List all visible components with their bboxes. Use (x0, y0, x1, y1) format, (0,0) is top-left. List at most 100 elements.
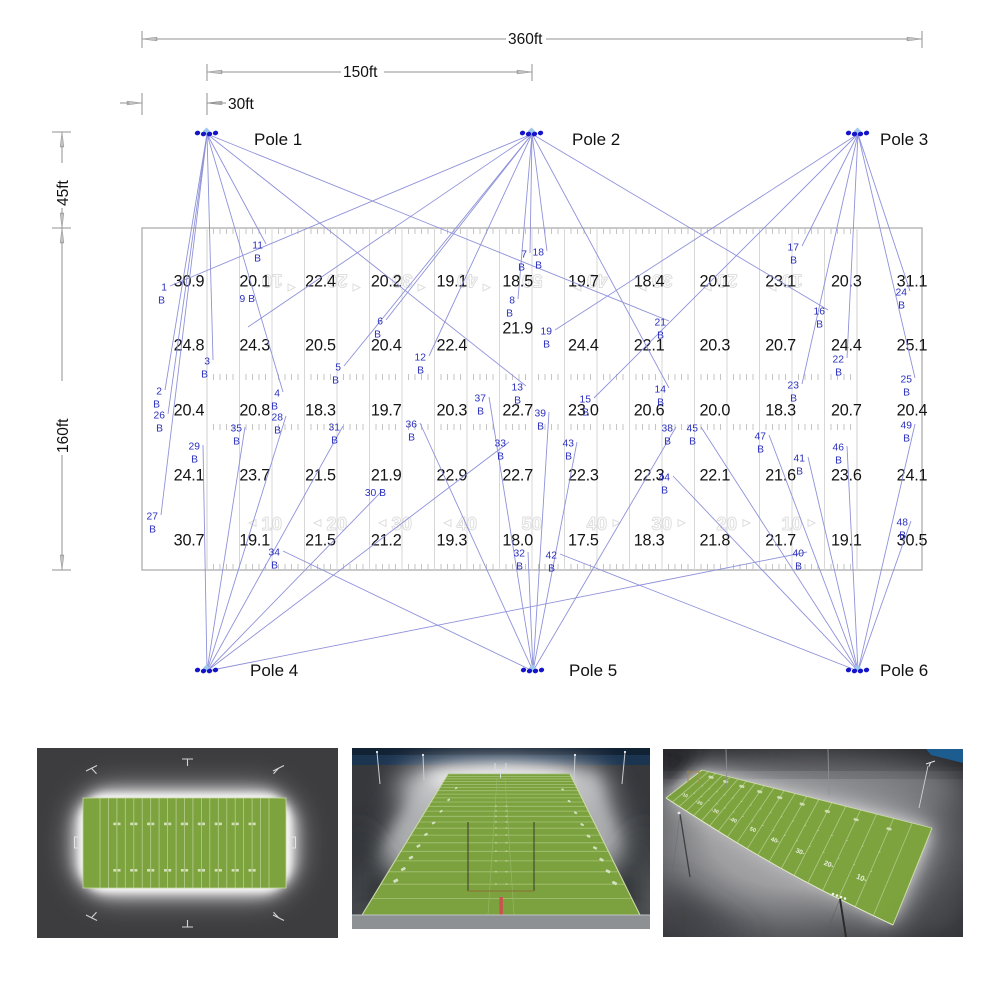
svg-text:22.1: 22.1 (699, 467, 730, 485)
svg-text:19.3: 19.3 (437, 532, 468, 550)
svg-text:31.1: 31.1 (897, 273, 928, 291)
svg-text:44: 44 (659, 473, 671, 484)
svg-text:Pole 5: Pole 5 (569, 661, 617, 680)
svg-text:50: 50 (749, 826, 757, 834)
svg-text:B: B (331, 436, 338, 447)
svg-text:30ft: 30ft (228, 96, 255, 113)
svg-text:20: 20 (716, 271, 737, 291)
svg-text:B: B (543, 340, 550, 351)
svg-text:39: 39 (535, 409, 547, 420)
svg-text:33: 33 (495, 439, 507, 450)
svg-text:19.1: 19.1 (239, 532, 270, 550)
svg-text:22.9: 22.9 (437, 467, 468, 485)
svg-text:9 B: 9 B (240, 294, 256, 305)
svg-text:45: 45 (687, 424, 699, 435)
svg-text:50: 50 (521, 514, 542, 534)
svg-text:20-: 20- (823, 860, 836, 870)
svg-text:20.1: 20.1 (239, 273, 270, 291)
svg-text:B: B (757, 445, 764, 456)
svg-text:34: 34 (269, 548, 281, 559)
svg-text:23: 23 (788, 381, 800, 392)
svg-text:30: 30 (651, 514, 672, 534)
svg-text:30: 30 (391, 271, 412, 291)
svg-text:30.5: 30.5 (897, 532, 928, 550)
svg-text:19.7: 19.7 (371, 402, 402, 420)
svg-text:28: 28 (272, 413, 284, 424)
svg-text:49: 49 (901, 421, 913, 432)
svg-text:24.8: 24.8 (174, 337, 205, 355)
svg-text:17: 17 (788, 243, 800, 254)
svg-text:B: B (899, 531, 906, 542)
svg-text:19.7: 19.7 (568, 273, 599, 291)
svg-text:30: 30 (651, 271, 672, 291)
svg-text:20.5: 20.5 (305, 337, 336, 355)
svg-text:B: B (271, 561, 278, 572)
svg-text:11: 11 (252, 241, 263, 252)
svg-text:B: B (191, 455, 198, 466)
svg-text:-30: -30 (710, 807, 719, 815)
svg-text:24.4: 24.4 (568, 337, 599, 355)
svg-text:20.6: 20.6 (634, 402, 665, 420)
svg-text:B: B (790, 394, 797, 405)
svg-text:B: B (518, 263, 525, 274)
svg-text:Pole 6: Pole 6 (880, 661, 928, 680)
svg-text:12: 12 (415, 353, 427, 364)
svg-text:5: 5 (335, 363, 341, 374)
svg-text:24.1: 24.1 (174, 467, 205, 485)
svg-text:20.3: 20.3 (831, 273, 862, 291)
svg-text:B: B (477, 407, 484, 418)
svg-text:23.6: 23.6 (831, 467, 862, 485)
svg-text:20.7: 20.7 (831, 402, 862, 420)
svg-text:B: B (156, 424, 163, 435)
svg-text:10: 10 (261, 271, 282, 291)
svg-text:Pole 1: Pole 1 (254, 130, 302, 149)
svg-text:18.0: 18.0 (502, 532, 533, 550)
svg-text:16: 16 (814, 307, 826, 318)
svg-text:21: 21 (655, 318, 667, 329)
svg-text:B: B (790, 256, 797, 267)
svg-text:B: B (689, 437, 696, 448)
svg-text:B: B (548, 564, 555, 575)
svg-text:20: 20 (716, 514, 737, 534)
svg-text:29: 29 (189, 442, 201, 453)
svg-text:24.3: 24.3 (239, 337, 270, 355)
svg-text:18.3: 18.3 (634, 532, 665, 550)
svg-text:4: 4 (274, 389, 280, 400)
svg-text:24.4: 24.4 (831, 337, 862, 355)
svg-text:22.7: 22.7 (502, 402, 533, 420)
svg-text:B: B (565, 452, 572, 463)
svg-text:B: B (903, 434, 910, 445)
svg-text:B: B (661, 486, 668, 497)
svg-text:21.9: 21.9 (371, 467, 402, 485)
svg-text:20.4: 20.4 (897, 402, 928, 420)
svg-text:20.2: 20.2 (371, 273, 402, 291)
svg-text:20.0: 20.0 (699, 402, 730, 420)
svg-text:10: 10 (781, 514, 802, 534)
svg-text:22.4: 22.4 (305, 273, 336, 291)
svg-text:B: B (149, 525, 156, 536)
svg-text:42: 42 (546, 551, 558, 562)
svg-text:20: 20 (326, 514, 347, 534)
svg-text:21.2: 21.2 (371, 532, 402, 550)
svg-text:B: B (201, 370, 208, 381)
svg-text:40: 40 (456, 514, 477, 534)
svg-text:Pole 2: Pole 2 (572, 130, 620, 149)
svg-text:160ft: 160ft (55, 418, 72, 453)
svg-text:38: 38 (662, 424, 674, 435)
svg-text:360ft: 360ft (508, 31, 543, 48)
svg-text:27: 27 (147, 512, 159, 523)
svg-text:20.4: 20.4 (371, 337, 402, 355)
svg-text:6: 6 (377, 317, 383, 328)
svg-text:7: 7 (521, 250, 527, 261)
svg-text:B: B (516, 562, 523, 573)
svg-text:32: 32 (514, 549, 526, 560)
svg-text:50: 50 (521, 271, 542, 291)
svg-text:30.7: 30.7 (174, 532, 205, 550)
svg-text:46: 46 (833, 443, 845, 454)
svg-text:1: 1 (161, 283, 167, 294)
svg-text:Pole 4: Pole 4 (250, 661, 298, 680)
svg-text:45ft: 45ft (55, 179, 72, 206)
svg-text:B: B (408, 433, 415, 444)
svg-text:22.7: 22.7 (502, 467, 533, 485)
svg-text:47: 47 (755, 432, 767, 443)
